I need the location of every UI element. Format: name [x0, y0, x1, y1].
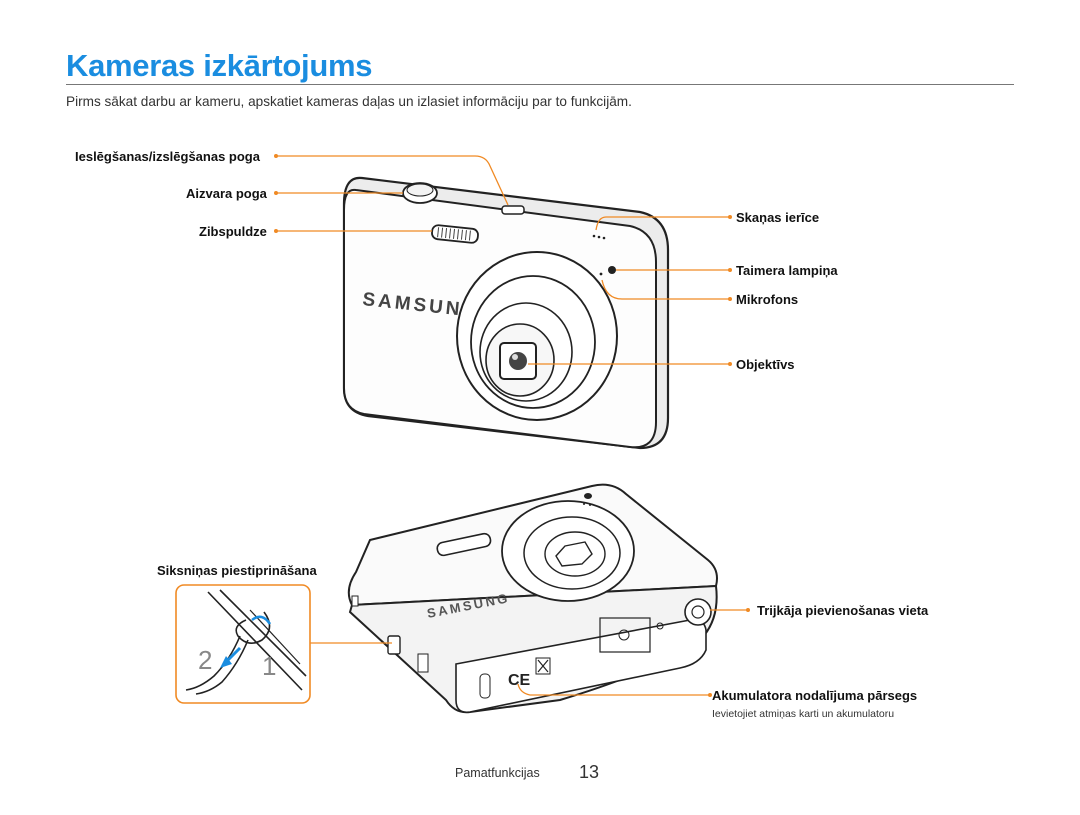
label-shutter-button: Aizvara poga: [186, 186, 267, 201]
label-power-button: Ieslēgšanas/izslēgšanas poga: [75, 149, 260, 164]
front-callout-lines: [276, 155, 730, 365]
flash-window: [431, 224, 479, 244]
title-divider: [66, 84, 1014, 85]
intro-text: Pirms sākat darbu ar kameru, apskatiet k…: [66, 94, 632, 109]
power-button: [501, 205, 525, 215]
footer-section: Pamatfunkcijas: [455, 766, 540, 780]
label-flash: Zibspuldze: [199, 224, 267, 239]
label-tripod-mount: Trijkāja pievienošanas vieta: [757, 603, 929, 618]
strap-inset: [175, 584, 311, 704]
bottom-callout-lines: [310, 609, 748, 696]
front-callout-dots: [274, 154, 732, 366]
timer-lamp: [608, 266, 616, 274]
battery-cover-note: Ievietojiet atmiņas karti un akumulatoru: [712, 708, 895, 720]
strap-step-1: 1: [262, 651, 276, 681]
strap-eyelet: [387, 635, 401, 655]
bottom-callout-dots: [708, 608, 750, 697]
label-strap-attachment: Siksniņas piestiprināšana: [157, 563, 317, 578]
page-number: 13: [579, 762, 600, 782]
label-microphone: Mikrofons: [736, 292, 799, 307]
speaker-holes: [592, 234, 606, 240]
front-camera: SAMSUNG: [342, 176, 670, 450]
strap-step-2: 2: [198, 645, 212, 675]
label-battery-cover: Akumulatora nodalījuma pārsegs: [712, 688, 918, 703]
battery-cover: [599, 617, 651, 653]
label-speaker: Skaņas ierīce: [736, 210, 820, 225]
label-timer-lamp: Taimera lampiņa: [736, 263, 838, 278]
bottom-camera: SAMSUNG CE: [347, 483, 718, 714]
bottom-flash-window: [436, 532, 492, 557]
microphone-hole: [599, 272, 603, 276]
svg-text:CE: CE: [508, 672, 531, 689]
page-title: Kameras izkārtojums: [66, 48, 373, 83]
label-lens: Objektīvs: [736, 357, 795, 372]
